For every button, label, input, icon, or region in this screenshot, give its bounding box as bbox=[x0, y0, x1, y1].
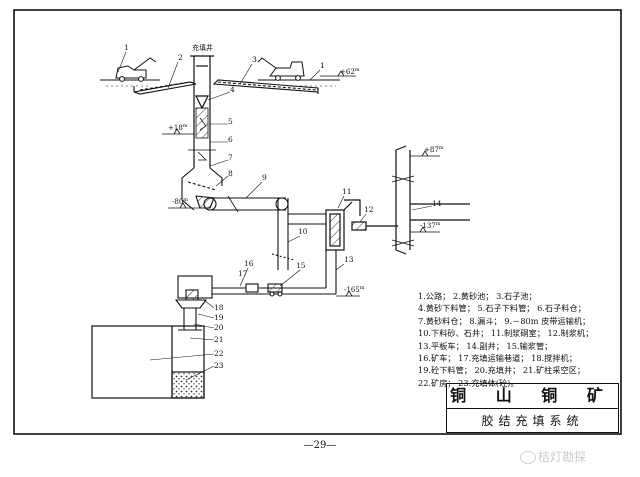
system-name: 胶结充填系统 bbox=[481, 414, 584, 428]
surface-road-right bbox=[258, 79, 340, 87]
elevation-belt: -80m bbox=[172, 197, 188, 206]
elevation-unit: m bbox=[183, 123, 188, 129]
label-16: 16 bbox=[244, 259, 254, 268]
filling-shaft-caption: 充填井 bbox=[192, 43, 213, 52]
legend-line: 16.矿车； 17.充填运输巷道； 18.搅拌机； bbox=[418, 353, 577, 364]
elevation-shaft-bottom: -137m bbox=[420, 221, 441, 230]
page-number: —29— bbox=[303, 440, 337, 451]
label-1b: 1 bbox=[320, 61, 325, 70]
auxiliary-shaft bbox=[391, 145, 470, 255]
slurry-pipe bbox=[212, 250, 337, 297]
legend-line: 13.平板车； 14.副井； 15.输浆管； bbox=[418, 340, 553, 351]
mine-name: 铜 山 铜 矿 bbox=[447, 384, 618, 409]
elevation-unit: m bbox=[436, 221, 441, 227]
watermark-text: 桔灯勘探 bbox=[538, 450, 587, 464]
label-6: 6 bbox=[228, 135, 233, 144]
label-7: 7 bbox=[228, 153, 233, 162]
label-20: 20 bbox=[214, 323, 224, 332]
legend: 1.公路； 2.黄砂池； 3.石子池； 4.黄砂下料管； 5.石子下料管； 6.… bbox=[418, 290, 618, 389]
label-10: 10 bbox=[298, 227, 308, 236]
label-17: 17 bbox=[238, 269, 248, 278]
elevation-unit: m bbox=[360, 285, 365, 291]
mixer-and-raise bbox=[174, 275, 213, 331]
stope-block bbox=[91, 325, 205, 399]
sand-stone-silos bbox=[181, 167, 223, 211]
watermark: 桔灯勘探 bbox=[520, 448, 586, 465]
leader-lines bbox=[117, 51, 433, 381]
elevation-upper: +18m bbox=[168, 123, 188, 132]
sand-stone-bins bbox=[133, 79, 319, 95]
elevation-top: +62m bbox=[340, 67, 360, 76]
title-block: 铜 山 铜 矿 胶结充填系统 bbox=[446, 383, 619, 433]
surface-road-left bbox=[100, 79, 160, 87]
drop-shaft bbox=[271, 198, 330, 270]
elevation-unit: m bbox=[183, 197, 188, 203]
elevation-marks bbox=[162, 70, 440, 297]
label-23: 23 bbox=[214, 361, 224, 370]
wechat-icon bbox=[520, 451, 536, 464]
label-2: 2 bbox=[178, 53, 183, 62]
label-8: 8 bbox=[228, 169, 233, 178]
legend-line: 7.黄砂料仓； 8.漏斗； 9.－80m 皮带运输机； bbox=[418, 315, 591, 326]
belt-conveyor bbox=[203, 195, 289, 213]
drawing-frame bbox=[13, 9, 622, 435]
label-9: 9 bbox=[262, 173, 267, 182]
label-3: 3 bbox=[252, 55, 257, 64]
label-21: 21 bbox=[214, 335, 224, 344]
label-12: 12 bbox=[364, 205, 374, 214]
label-18: 18 bbox=[214, 303, 224, 312]
legend-line: 1.公路； 2.黄砂池； 3.石子池； bbox=[418, 291, 537, 301]
elevation-shaft-top: +87m bbox=[424, 145, 444, 154]
elevation-unit: m bbox=[355, 67, 360, 73]
label-14: 14 bbox=[432, 199, 442, 208]
legend-line: 4.黄砂下料管； 5.石子下料管； 6.石子料仓； bbox=[418, 303, 586, 314]
truck-right-icon bbox=[257, 57, 305, 81]
label-11: 11 bbox=[342, 187, 352, 196]
legend-line: 22.矿房； 23.充填体(砼)。 bbox=[418, 377, 519, 388]
label-4: 4 bbox=[230, 85, 235, 94]
label-5: 5 bbox=[228, 117, 233, 126]
label-1a: 1 bbox=[124, 43, 129, 52]
slurry-chamber bbox=[325, 199, 398, 251]
filling-shaft bbox=[188, 55, 216, 168]
legend-line: 10.下料砂、石井； 11.制浆硐室； 12.制浆机； bbox=[418, 328, 594, 339]
label-19: 19 bbox=[214, 313, 224, 322]
elevation-unit: m bbox=[439, 145, 444, 151]
elevation-drift: -165m bbox=[344, 285, 365, 294]
label-13: 13 bbox=[344, 255, 354, 264]
truck-left-icon bbox=[115, 57, 157, 82]
label-22: 22 bbox=[214, 349, 224, 358]
legend-line: 19.砼下料管； 20.充填井； 21.矿柱采空区； bbox=[418, 365, 586, 376]
label-15: 15 bbox=[296, 261, 306, 270]
